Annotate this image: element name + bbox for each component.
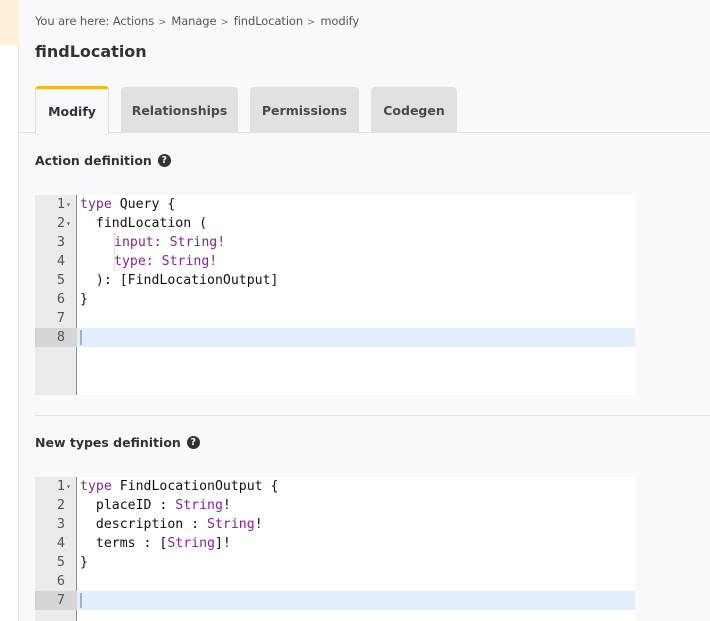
code-line: 6	[35, 572, 635, 591]
text-cursor	[80, 593, 82, 608]
line-number: 8	[56, 329, 65, 345]
fold-arrow-icon[interactable]: ▾	[66, 219, 71, 228]
code-text: }	[80, 555, 88, 570]
code-text: }	[80, 292, 88, 307]
line-number: 3	[56, 234, 65, 250]
code-line: 2 ▾ findLocation (	[35, 214, 635, 233]
keyword-token: type	[80, 479, 112, 494]
code-line: 6 }	[35, 290, 635, 309]
line-number: 1	[56, 478, 65, 494]
code-line: 3 description : String!	[35, 515, 635, 534]
action-definition-heading: Action definition ?	[35, 153, 171, 168]
tab-codegen[interactable]: Codegen	[371, 87, 457, 133]
code-text: placeID :	[80, 498, 176, 513]
line-number: 7	[56, 310, 65, 326]
code-text: FindLocationOutput {	[111, 479, 279, 494]
active-line-gutter	[35, 328, 77, 347]
chevron-right-icon: >	[158, 17, 167, 28]
line-number: 6	[56, 573, 65, 589]
field-token: type: String!	[114, 254, 218, 269]
code-text: terms : [	[80, 536, 168, 551]
code-line: 1 ▾ type Query {	[35, 195, 635, 214]
chevron-right-icon: >	[220, 17, 229, 28]
code-text: description :	[80, 517, 208, 532]
sidebar-active-item[interactable]	[0, 0, 19, 45]
type-token: String	[207, 517, 255, 532]
types-definition-title: New types definition	[35, 435, 181, 450]
line-number: 1	[56, 196, 65, 212]
tab-bar: Modify Relationships Permissions Codegen	[20, 86, 710, 134]
section-divider	[35, 415, 710, 416]
line-number: 4	[56, 253, 65, 269]
code-line: 5 }	[35, 553, 635, 572]
breadcrumb-item-actions[interactable]: Actions	[112, 14, 155, 28]
type-token: String	[167, 536, 215, 551]
line-number: 5	[56, 554, 65, 570]
code-line: 2 placeID : String!	[35, 496, 635, 515]
active-code-line[interactable]: 7	[35, 591, 635, 610]
code-line: 4 type: String!	[35, 252, 635, 271]
code-line: 5 ): [FindLocationOutput]	[35, 271, 635, 290]
code-line: 4 terms : [String]!	[35, 534, 635, 553]
code-text: ): [FindLocationOutput]	[80, 273, 279, 288]
fold-arrow-icon[interactable]: ▾	[66, 200, 71, 209]
question-circle-icon[interactable]: ?	[186, 436, 200, 449]
main-content: You are here: Actions>Manage>findLocatio…	[20, 0, 710, 621]
line-number: 3	[56, 516, 65, 532]
types-definition-editor[interactable]: 1 ▾ type FindLocationOutput { 2 placeID …	[35, 477, 635, 621]
action-definition-title: Action definition	[35, 153, 152, 168]
line-number: 6	[56, 291, 65, 307]
line-number: 7	[56, 592, 65, 608]
breadcrumb-item-manage[interactable]: Manage	[171, 14, 217, 28]
code-text: !	[222, 498, 231, 513]
editor-gutter	[35, 195, 77, 395]
line-number: 2	[56, 215, 65, 231]
text-cursor	[80, 330, 82, 345]
code-text: findLocation (	[80, 216, 208, 231]
types-definition-heading: New types definition ?	[35, 435, 200, 450]
page-title: findLocation	[35, 42, 147, 61]
tab-permissions[interactable]: Permissions	[250, 87, 359, 133]
active-line-gutter	[35, 591, 77, 610]
tab-modify[interactable]: Modify	[35, 86, 109, 134]
line-number: 5	[56, 272, 65, 288]
breadcrumb-prefix: You are here:	[35, 14, 110, 28]
breadcrumb-item-findlocation[interactable]: findLocation	[233, 14, 304, 28]
action-definition-editor[interactable]: 1 ▾ type Query { 2 ▾ findLocation ( 3 in…	[35, 195, 635, 395]
code-text: !	[254, 517, 263, 532]
active-code-line[interactable]: 8	[35, 328, 635, 347]
breadcrumb: You are here: Actions>Manage>findLocatio…	[35, 14, 359, 28]
line-number: 4	[56, 535, 65, 551]
chevron-right-icon: >	[307, 17, 316, 28]
breadcrumb-item-modify: modify	[320, 14, 360, 28]
code-line: 1 ▾ type FindLocationOutput {	[35, 477, 635, 496]
field-token: input: String!	[114, 235, 226, 250]
code-line: 3 input: String!	[35, 233, 635, 252]
question-circle-icon[interactable]: ?	[157, 154, 171, 167]
code-line: 7	[35, 309, 635, 328]
tab-relationships[interactable]: Relationships	[121, 87, 238, 133]
code-text: ]!	[214, 536, 231, 551]
type-token: String	[175, 498, 223, 513]
keyword-token: type	[80, 197, 112, 212]
fold-arrow-icon[interactable]: ▾	[66, 482, 71, 491]
indent-guide	[114, 233, 115, 271]
left-sidebar	[0, 0, 19, 621]
line-number: 2	[56, 497, 65, 513]
code-text: Query {	[111, 197, 176, 212]
